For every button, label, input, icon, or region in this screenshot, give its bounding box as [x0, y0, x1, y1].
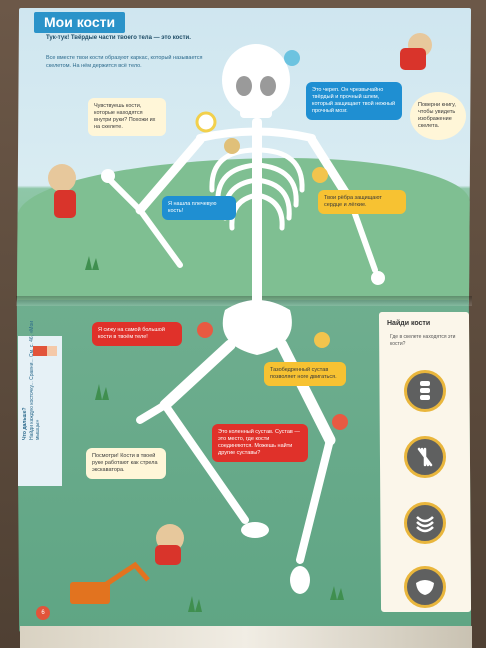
foot-bones-icon	[417, 447, 433, 467]
speech-bubble-skull: Это череп. Он чрезвычайно твёрдый и проч…	[306, 82, 402, 120]
page-title: Мои кости	[34, 12, 126, 33]
left-hand	[101, 169, 115, 183]
speech-bubble-hand: Чувствуешь кости, которые находятся внут…	[88, 98, 166, 136]
right-foot	[290, 566, 310, 594]
pelvis	[222, 300, 292, 355]
left-thigh-bone	[159, 339, 236, 411]
speech-bubble-shoulder: Я нашла плечевую кость!	[162, 196, 236, 220]
find-bone-pelvis	[404, 566, 446, 608]
speech-bubble-arm-bone: Я сижу на самой большой кости в твоём те…	[92, 322, 182, 346]
lead-text: Тук-тук! Твёрдые части твоего тела — это…	[46, 35, 191, 41]
more-info-text: Что дальше? Найди каждую косточку... Сра…	[22, 300, 42, 440]
find-bone-spine-vertebrae	[404, 370, 446, 412]
left-upper-arm-bone	[135, 135, 205, 215]
find-bones-title: Найди кости	[387, 320, 431, 327]
page-number: 6	[36, 606, 50, 620]
speech-bubble-knee: Это коленный сустав. Сустав — это место,…	[212, 424, 308, 462]
vertebrae-icon	[420, 381, 430, 400]
flower	[195, 111, 217, 133]
find-bone-foot	[404, 436, 446, 478]
skull	[222, 44, 290, 116]
grass-tufts	[85, 256, 344, 612]
excavator	[70, 582, 110, 604]
book-fold	[16, 296, 472, 306]
right-shin-bone	[296, 436, 334, 564]
intro-text: Все вместе твои кости образуют каркас, к…	[46, 55, 203, 69]
animal-figure	[224, 138, 240, 154]
speech-bubble-ribs: Твои рёбра защищают сердце и лёгкие.	[318, 190, 406, 214]
speech-bubble-turn-book: Поверни книгу, чтобы увидеть изображение…	[410, 92, 466, 140]
left-shin-bone	[161, 401, 249, 524]
more-info-body: Найди каждую косточку... Сравни... См. с…	[28, 320, 42, 440]
child-figure-left	[48, 164, 76, 192]
right-hand	[371, 271, 385, 285]
pelvis-icon	[416, 580, 434, 595]
book-edge	[20, 626, 472, 648]
animal-figure	[284, 50, 300, 66]
animal-figure	[314, 332, 330, 348]
find-bone-ribs	[404, 502, 446, 544]
left-foot	[241, 522, 269, 538]
animal-figure	[197, 322, 213, 338]
collarbone	[196, 127, 316, 142]
ribs-icon	[416, 516, 434, 533]
animal-figure	[312, 167, 328, 183]
speech-bubble-excavator: Посмотри! Кости в твоей руке работают ка…	[86, 448, 166, 479]
speech-bubble-hip: Тазобедренный сустав позволяет ноге двиг…	[264, 362, 346, 386]
more-info-panel	[18, 336, 62, 486]
more-info-marker-light	[47, 346, 57, 356]
right-thigh-bone	[276, 339, 336, 446]
animal-figure	[332, 414, 348, 430]
find-bones-question: Где в скелете находятся эти кости?	[390, 334, 456, 347]
spine	[252, 118, 262, 308]
more-info-marker	[33, 346, 47, 356]
